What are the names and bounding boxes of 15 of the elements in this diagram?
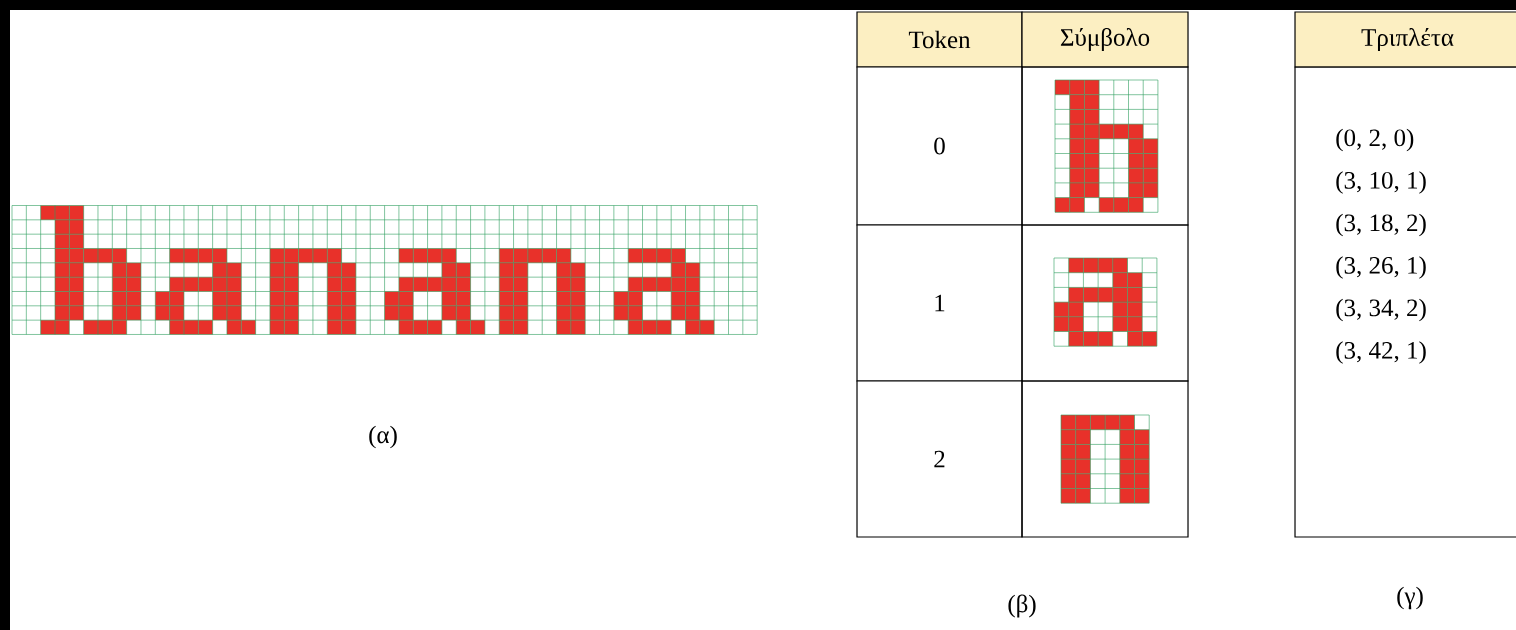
- triplet-text: (0, 2, 0): [1336, 128, 1414, 152]
- table-cell: Σύμβολο: [1021, 11, 1189, 68]
- table-cell: 0: [856, 66, 1023, 226]
- panel-caption: (α): [369, 425, 397, 449]
- panel-caption: (β): [1008, 594, 1036, 618]
- table-cell: 1: [856, 224, 1023, 382]
- table-cell: 2: [856, 380, 1023, 538]
- triplet-text: (3, 34, 2): [1336, 298, 1426, 322]
- triplet-text: (3, 26, 1): [1336, 256, 1426, 279]
- triplet-text: (3, 18, 2): [1336, 213, 1426, 237]
- triplet-text: (3, 10, 1): [1336, 171, 1426, 194]
- table-cell: Token: [856, 11, 1023, 68]
- panel-caption: (γ): [1397, 586, 1423, 610]
- table-cell: Τριπλέτα: [1294, 11, 1516, 68]
- triplet-text: (3, 42, 1): [1336, 341, 1426, 364]
